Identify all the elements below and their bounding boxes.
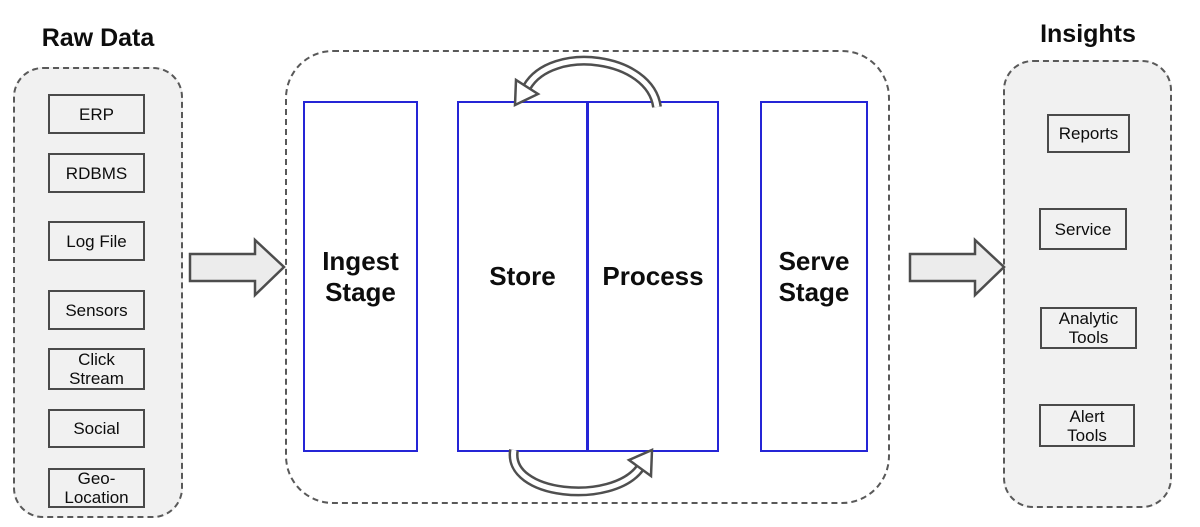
stage-box-serve: Serve Stage xyxy=(760,101,868,452)
insights-item-alert-tools: Alert Tools xyxy=(1039,404,1135,447)
insights-item-service: Service xyxy=(1039,208,1127,250)
stage-box-process: Process xyxy=(587,101,719,452)
flow-arrow-pipeline-to-insights xyxy=(908,237,1006,298)
right-block-arrow-shape xyxy=(188,237,286,298)
raw-data-item-social: Social xyxy=(48,409,145,448)
right-block-arrow-shape xyxy=(908,237,1006,298)
raw-data-title: Raw Data xyxy=(41,24,155,52)
insights-item-analytic-tools: Analytic Tools xyxy=(1040,307,1137,349)
raw-data-item-rdbms: RDBMS xyxy=(48,153,145,193)
raw-data-item-log-file: Log File xyxy=(48,221,145,261)
flow-arrow-raw-to-pipeline xyxy=(188,237,286,298)
insights-title: Insights xyxy=(1040,20,1136,48)
raw-data-item-click-stream: Click Stream xyxy=(48,348,145,390)
raw-data-item-erp: ERP xyxy=(48,94,145,134)
insights-item-reports: Reports xyxy=(1047,114,1130,153)
raw-data-item-geo-location: Geo- Location xyxy=(48,468,145,508)
stage-box-store: Store xyxy=(457,101,588,452)
raw-data-item-sensors: Sensors xyxy=(48,290,145,330)
stage-box-ingest: Ingest Stage xyxy=(303,101,418,452)
